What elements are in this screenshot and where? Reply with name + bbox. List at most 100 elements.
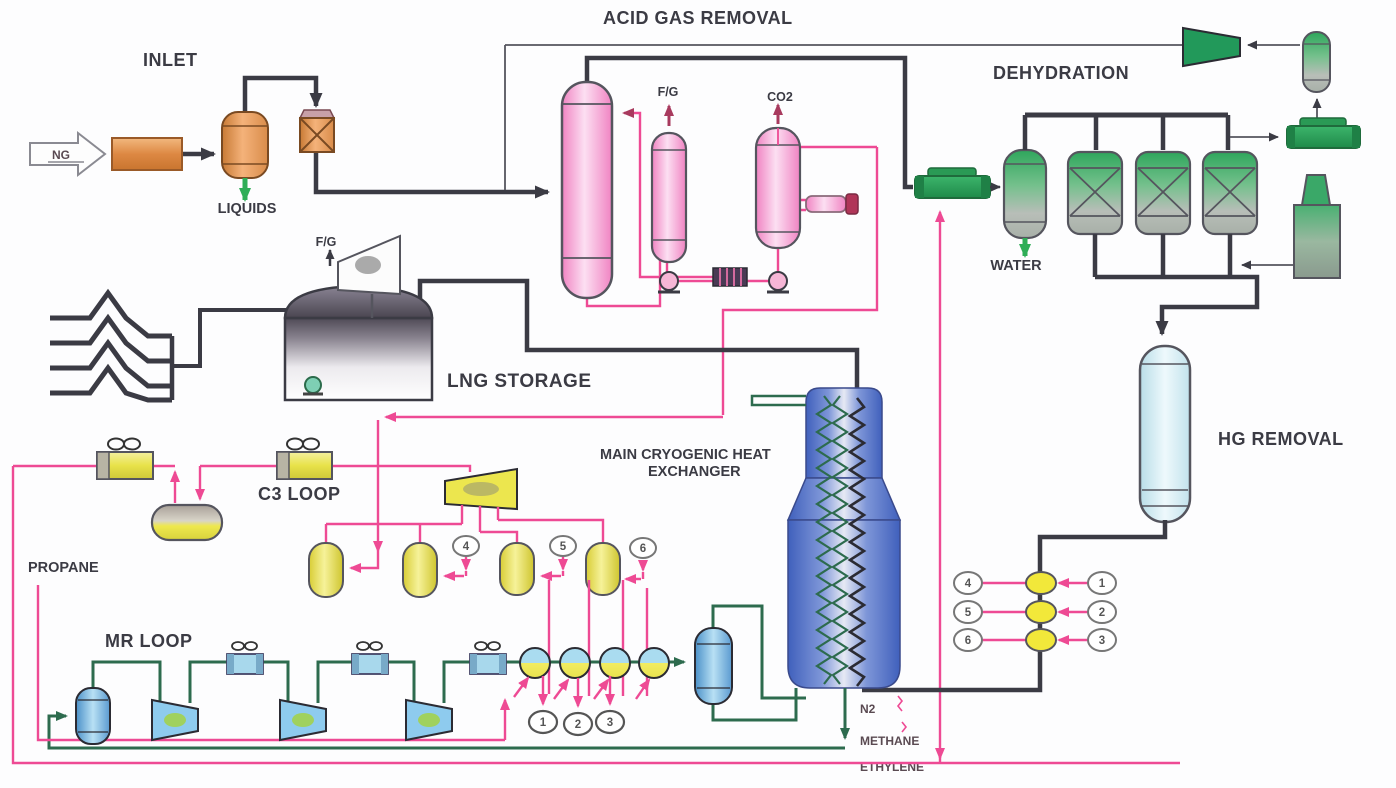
molecular-sieve-bed	[1201, 150, 1259, 236]
flare-stack	[325, 234, 401, 318]
svg-text:5: 5	[560, 541, 567, 553]
c3-air-cooler	[96, 437, 154, 480]
mche-title-line1: MAIN CRYOGENIC HEAT	[600, 447, 771, 463]
svg-text:4: 4	[463, 541, 470, 553]
c3-loop-title: C3 LOOP	[258, 484, 341, 504]
svg-text:6: 6	[965, 635, 971, 647]
ship-loading-arms	[50, 288, 175, 403]
c3-suction-drum	[585, 542, 621, 596]
mr-air-cooler	[351, 641, 389, 675]
stream-circle: 4	[953, 571, 983, 595]
inlet-filter-vessel	[298, 109, 336, 153]
stream-circle: 4	[452, 535, 480, 557]
propane-chiller-train: 4 5 6 1 2 3	[953, 571, 1117, 652]
stream-circle: 2	[562, 711, 594, 737]
lean-rich-exchanger	[712, 267, 748, 287]
feed-chiller	[1025, 628, 1057, 652]
mr-kettle-chiller	[559, 647, 591, 679]
acid-gas-removal-section: ACID GAS REMOVAL F/G CO2	[384, 8, 1183, 763]
water-label: WATER	[990, 258, 1042, 274]
mche-title-line2: EXCHANGER	[648, 464, 741, 480]
svg-text:3: 3	[607, 717, 613, 729]
liquids-label: LIQUIDS	[218, 201, 277, 217]
stripper-reboiler	[805, 193, 859, 215]
molecular-sieve-bed	[1134, 150, 1192, 236]
dehydration-section: DEHYDRATION WATER	[914, 26, 1361, 336]
svg-text:2: 2	[1099, 607, 1105, 619]
svg-text:4: 4	[965, 578, 972, 590]
dehydration-title: DEHYDRATION	[993, 63, 1129, 83]
ng-stream-arrow	[29, 130, 107, 178]
fg-column-label: F/G	[658, 85, 679, 99]
inlet-section: INLET NG LIQUIDS	[29, 50, 550, 217]
svg-text:5: 5	[965, 607, 972, 619]
stream-circle: 6	[953, 628, 983, 652]
lng-storage-section: F/G LNG STORAGE	[50, 234, 860, 403]
amine-pump	[658, 271, 680, 294]
stream-circle: 3	[594, 709, 626, 735]
molecular-sieve-bed	[1066, 150, 1124, 236]
inlet-separator-drum	[221, 111, 269, 179]
mche-section: MAIN CRYOGENIC HEAT EXCHANGER N2 METHANE…	[47, 387, 924, 774]
co2-stripper-column	[754, 126, 802, 250]
regen-compressor	[1182, 26, 1241, 68]
mr-kettle-chiller	[519, 647, 551, 679]
mr-compressor	[405, 698, 453, 742]
stream-circle: 1	[527, 709, 559, 735]
methane-label: METHANE	[860, 734, 919, 748]
mr-compressor	[151, 698, 199, 742]
regen-gas-heater	[1293, 174, 1341, 279]
inlet-title: INLET	[143, 50, 198, 70]
mr-separator	[694, 627, 733, 705]
amine-absorber-column	[560, 80, 614, 300]
regen-ko-drum	[1302, 31, 1331, 93]
stream-circle: 6	[629, 537, 657, 559]
stream-circle: 5	[953, 600, 983, 624]
lng-storage-title: LNG STORAGE	[447, 371, 592, 392]
c3-suction-drum	[402, 542, 438, 598]
mr-loop-title: MR LOOP	[105, 631, 193, 651]
feed-chiller	[1025, 571, 1057, 595]
stream-circle: 1	[1087, 571, 1117, 595]
c3-loop-section: 4 5 6 C3 LOOP PROPANE	[11, 420, 1180, 765]
mr-suction-drum	[75, 687, 111, 745]
hg-removal-vessel	[1138, 344, 1192, 524]
propane-label: PROPANE	[28, 560, 99, 576]
flare-fg-label: F/G	[316, 235, 337, 249]
svg-text:1: 1	[1099, 578, 1106, 590]
mr-loop-section: 1 2 3 MR LOOP	[75, 627, 733, 745]
c3-accumulator-drum	[150, 503, 224, 542]
dry-gas-exchanger	[914, 167, 991, 199]
stream-circle: 2	[1087, 600, 1117, 624]
mche-coil-green-1	[814, 395, 834, 685]
acid-gas-title: ACID GAS REMOVAL	[603, 8, 793, 28]
svg-text:1: 1	[540, 717, 547, 729]
n2-label: N2	[860, 702, 876, 716]
hg-removal-title: HG REMOVAL	[1218, 429, 1344, 449]
mr-kettle-chiller	[638, 647, 670, 679]
svg-text:6: 6	[640, 543, 646, 555]
ng-label: NG	[52, 148, 70, 162]
svg-text:2: 2	[575, 719, 581, 731]
fg-flash-column	[650, 131, 688, 264]
lean-amine-pump	[767, 271, 789, 294]
stream-circle: 5	[549, 535, 577, 557]
mr-compressor	[279, 698, 327, 742]
mr-kettle-chiller	[599, 647, 631, 679]
water-separator	[1002, 148, 1048, 240]
mche-body-shell	[787, 519, 901, 689]
regen-cooler-exchanger	[1286, 117, 1361, 149]
mche-coil-green-2	[830, 395, 850, 685]
c3-suction-drum	[499, 542, 535, 596]
c3-suction-drum	[308, 542, 344, 598]
c3-air-cooler	[276, 437, 333, 480]
mche-coil-black	[847, 397, 867, 687]
svg-text:3: 3	[1099, 635, 1105, 647]
stream-circle: 3	[1087, 628, 1117, 652]
mr-air-cooler	[469, 641, 507, 675]
hg-removal-section: HG REMOVAL	[862, 344, 1344, 693]
inlet-filter-pipe	[111, 137, 183, 171]
feed-chiller	[1025, 600, 1057, 624]
in-tank-pump	[303, 376, 323, 396]
co2-label: CO2	[767, 90, 793, 104]
